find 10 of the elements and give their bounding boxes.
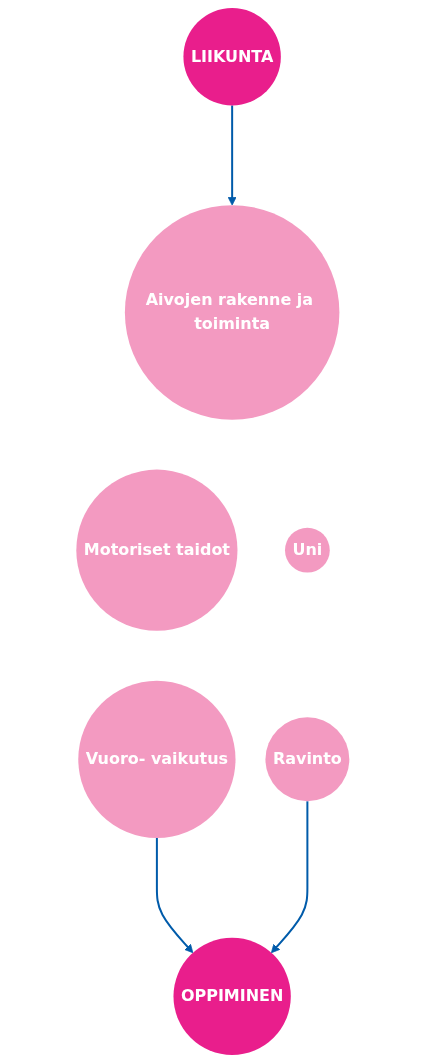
arrow [156,836,194,954]
node-circle: Motoriset taidot [76,469,238,631]
node-circle: LIIKUNTA [183,8,282,106]
node-circle: Uni [285,527,330,573]
node-circle: Aivojen rakenne ja toiminta [125,205,340,420]
node-circle: Vuoro- vaikutus [78,680,236,838]
node-circle: OPPIMINEN [173,937,291,1055]
node-circle: Ravinto [265,717,350,802]
arrow [271,800,309,954]
arrow [227,104,237,206]
